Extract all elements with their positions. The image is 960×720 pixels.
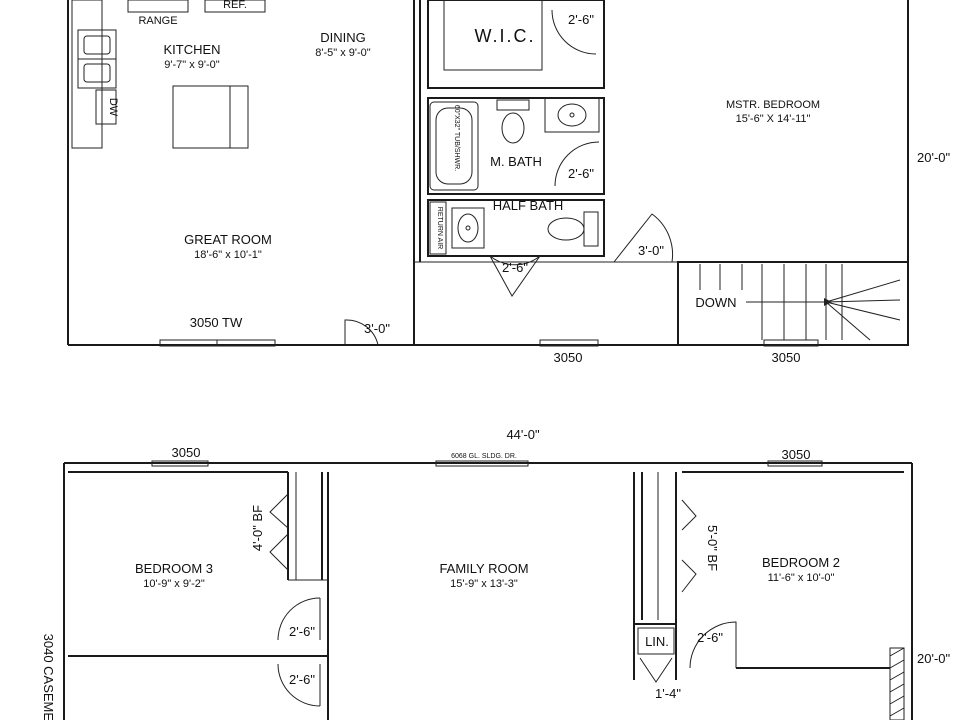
lower-window-right-label: 3050	[782, 447, 811, 462]
lin-door-swing	[639, 657, 673, 683]
kitchen-counter	[71, 0, 103, 149]
great-room-window-label: 3050 TW	[190, 315, 243, 330]
bed3-door-swing	[277, 597, 321, 641]
dw-label: DW	[107, 98, 119, 117]
bottom-window-center-label: 3050	[554, 350, 583, 365]
halfbath-label: HALF BATH	[493, 198, 564, 213]
halfbath-door-swing	[489, 255, 541, 297]
mbath-label: M. BATH	[490, 154, 542, 169]
lower-window-left	[151, 460, 209, 467]
ref-label: REF.	[223, 0, 247, 11]
upper-side-dim: 20'-0"	[917, 150, 951, 165]
stair-treads	[699, 264, 901, 341]
lower-side-dim: 20'-0"	[917, 651, 951, 666]
dining-dims: 8'-5" x 9'-0"	[315, 47, 371, 59]
lower-window-right	[767, 460, 823, 467]
lower-floor-plan: 44'-0" 3050 3050 6068 GL. SLDG. DR. 4'-0…	[41, 427, 951, 720]
kitchen-label: KITCHEN	[163, 42, 220, 57]
return-air	[429, 201, 447, 255]
master-bath	[427, 97, 605, 195]
entry-door-swing	[344, 319, 379, 346]
casement-window-label: 3040 CASEMENT	[41, 634, 56, 720]
lower-left-door-label: 2'-6"	[289, 672, 315, 687]
mbed-door-swing	[613, 213, 674, 263]
mbed-dims: 15'-6" X 14'-11"	[736, 113, 811, 125]
kitchen-island	[172, 85, 249, 149]
refrigerator	[204, 0, 266, 13]
mbed-door-label: 3'-0"	[638, 243, 664, 258]
bottom-window-right	[763, 339, 819, 347]
bed2-dims: 11'-6" x 10'-0"	[768, 572, 835, 584]
wic-label: W.I.C.	[475, 26, 536, 46]
bf-left-label: 4'-0" BF	[250, 505, 265, 551]
bed3-dims: 10'-9" x 9'-2"	[143, 578, 205, 590]
lin-label: LIN.	[645, 634, 669, 649]
entry-door-label: 3'-0"	[364, 321, 390, 336]
family-room-label: FAMILY ROOM	[439, 561, 528, 576]
half-bath	[427, 199, 605, 257]
great-room-dims: 18'-6" x 10'-1"	[194, 249, 262, 261]
halfbath-toilet	[547, 217, 585, 241]
mbath-toilet-tank	[496, 99, 530, 111]
bed2-door-label: 2'-6"	[697, 630, 723, 645]
overall-width-label: 44'-0"	[506, 427, 540, 442]
tub	[429, 101, 479, 191]
bf-right-door-2	[681, 559, 697, 593]
wic-shelf	[443, 0, 543, 71]
kitchen-dims: 9'-7" x 9'-0"	[164, 59, 220, 71]
lower-left-door-swing	[277, 663, 321, 707]
range	[127, 0, 189, 13]
bed3-door-label: 2'-6"	[289, 624, 315, 639]
mbath-door-swing	[554, 141, 600, 187]
mbed-label: MSTR. BEDROOM	[726, 99, 820, 111]
bed2-door-swing	[689, 621, 737, 669]
lower-window-left-label: 3050	[172, 445, 201, 460]
upper-floor-plan: DW RANGE REF. KITCHEN 9'-7" x 9'-0" DINI…	[67, 0, 951, 365]
bf-left-door-2	[269, 533, 289, 571]
bottom-window-right-label: 3050	[772, 350, 801, 365]
wic-room	[427, 0, 605, 89]
stairs	[677, 261, 909, 346]
bf-left-door-1	[269, 493, 289, 529]
dining-label: DINING	[320, 30, 366, 45]
slider-label: 6068 GL. SLDG. DR.	[451, 453, 517, 460]
mbath-door-label: 2'-6"	[568, 166, 594, 181]
stairs-down-label: DOWN	[695, 295, 736, 310]
halfbath-vanity	[451, 207, 485, 249]
sliding-door	[435, 460, 529, 467]
return-air-label: RETURN AIR	[436, 207, 443, 249]
lin-door-label: 1'-4"	[655, 686, 681, 701]
halfbath-door-label: 2'-6"	[502, 260, 528, 275]
range-label: RANGE	[138, 15, 177, 27]
tub-label: 60"X32" TUB/SHWR.	[453, 105, 460, 171]
bf-right-door-1	[681, 499, 697, 531]
halfbath-toilet-tank	[583, 211, 599, 247]
bottom-window-center	[539, 339, 599, 347]
great-room-label: GREAT ROOM	[184, 232, 272, 247]
bed3-label: BEDROOM 3	[135, 561, 213, 576]
dishwasher	[95, 89, 117, 125]
wic-door-label: 2'-6"	[568, 12, 594, 27]
bed2-label: BEDROOM 2	[762, 555, 840, 570]
wic-door-swing	[551, 9, 597, 55]
mbath-vanity	[544, 97, 600, 133]
mbath-toilet	[501, 112, 525, 144]
bf-right-label: 5'-0" BF	[705, 525, 720, 571]
linen-closet	[637, 627, 675, 655]
family-room-dims: 15'-9" x 13'-3"	[450, 578, 518, 590]
